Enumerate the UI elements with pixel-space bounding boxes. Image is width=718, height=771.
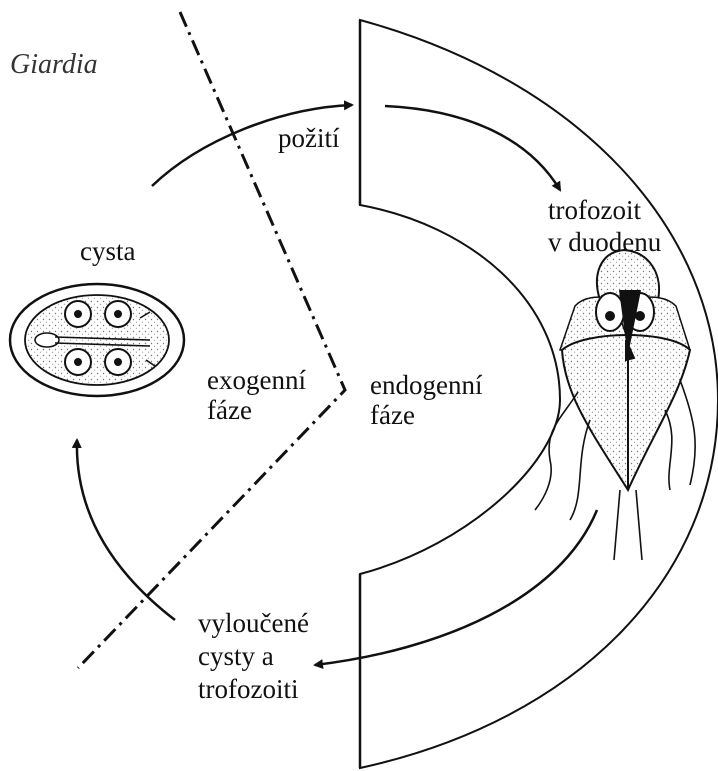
label-excreted-line-2: cysty a <box>198 641 274 671</box>
label-trophozoite-line-2: v duodenu <box>548 227 661 257</box>
label-endogenous-line-2: fáze <box>370 400 415 430</box>
arrow-to-cyst <box>77 440 175 620</box>
label-excreted-line-3: trofozoiti <box>198 674 298 704</box>
arrow-to-duodenum <box>385 106 560 190</box>
label-cyst: cysta <box>80 236 135 266</box>
label-trophozoite-line-1: trofozoit <box>548 195 641 225</box>
label-excreted-line-1: vyloučené <box>198 608 309 638</box>
label-exogenous-line-2: fáze <box>207 395 252 425</box>
label-endogenous-line-1: endogenní <box>370 370 482 400</box>
diagram-title: Giardia <box>10 50 98 80</box>
label-ingestion: požití <box>278 123 340 153</box>
giardia-cyst-icon <box>10 284 184 396</box>
label-exogenous-line-1: exogenní <box>207 365 306 395</box>
